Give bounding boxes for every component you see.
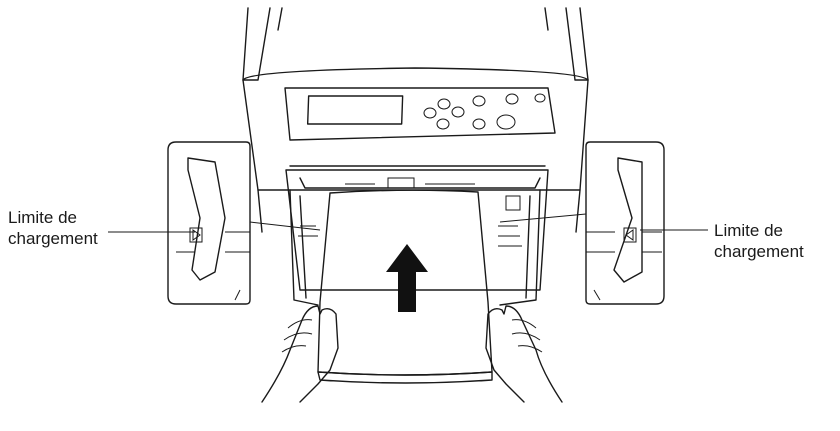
load-limit-label-left-line1: Limite de xyxy=(8,208,77,227)
paper-tray xyxy=(285,165,549,306)
load-limit-label-left-line2: chargement xyxy=(8,229,98,248)
left-hand xyxy=(261,305,339,403)
right-hand xyxy=(485,305,563,403)
limit-mark-left xyxy=(189,227,203,243)
printer-body xyxy=(242,7,589,233)
panel-buttons xyxy=(423,93,546,130)
load-limit-label-right: Limite de chargement xyxy=(714,220,804,262)
load-limit-label-right-line2: chargement xyxy=(714,242,804,261)
control-panel xyxy=(284,87,556,141)
limit-mark-right xyxy=(623,227,637,243)
display-screen xyxy=(306,95,404,125)
load-limit-label-left: Limite de chargement xyxy=(8,207,98,249)
right-tray-detail xyxy=(499,141,665,305)
load-limit-label-right-line1: Limite de xyxy=(714,221,783,240)
up-arrow-icon xyxy=(386,244,428,312)
